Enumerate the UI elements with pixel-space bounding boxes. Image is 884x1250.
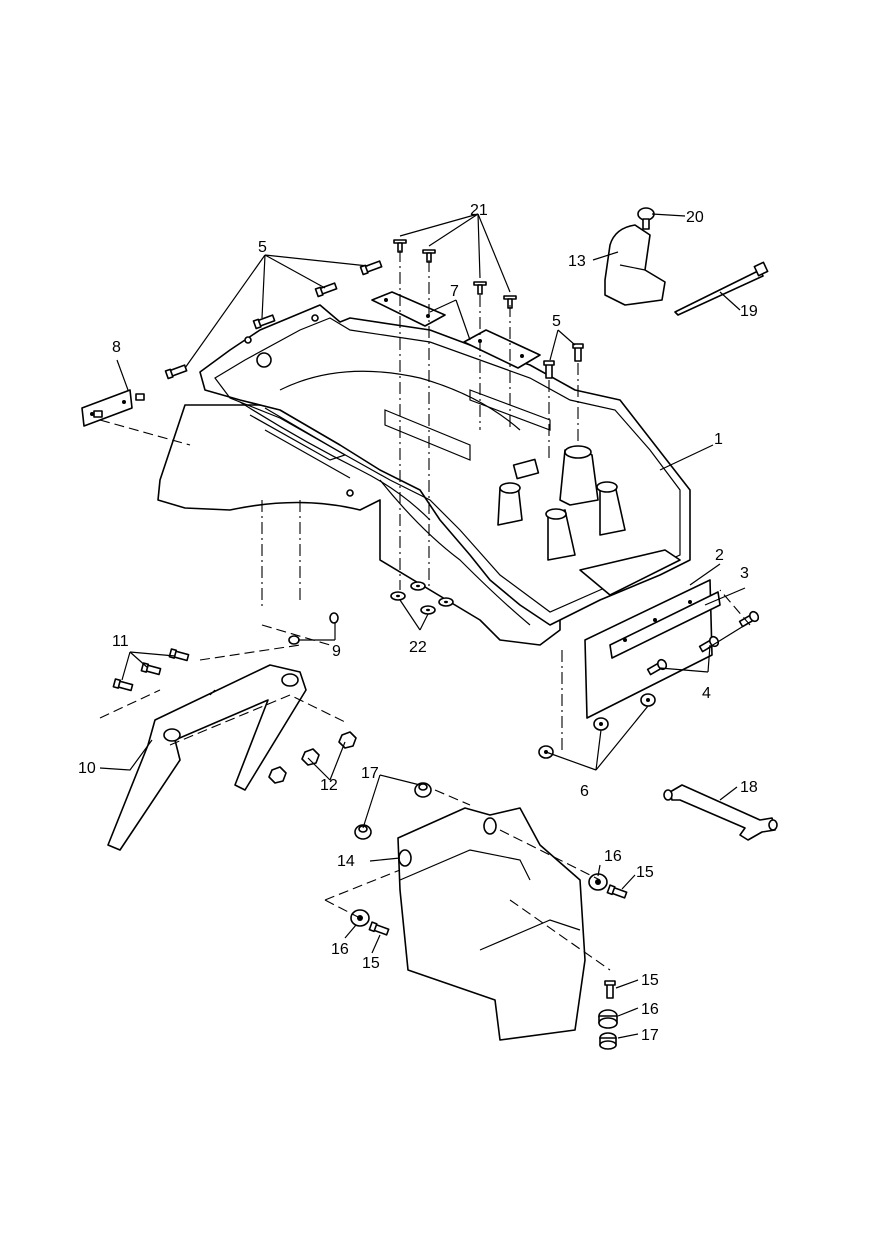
- callout-14: 14: [337, 853, 355, 870]
- callout-8: 8: [112, 339, 121, 356]
- callout-12: 12: [320, 777, 338, 794]
- reflector-bracket: [81, 389, 145, 427]
- callout-5a: 5: [258, 239, 267, 256]
- callout-9: 9: [332, 643, 341, 660]
- tray-14: [397, 807, 586, 1041]
- washers-22: [390, 581, 454, 615]
- callout-3: 3: [740, 565, 749, 582]
- nuts-12: [268, 731, 357, 784]
- callout-labels: 1 2 3 4 5 5 6 7 8 9 10 11 12 13 14 15 15…: [78, 202, 758, 1044]
- callout-1: 1: [714, 431, 723, 448]
- leader-lines: [99, 213, 751, 1039]
- callout-16a: 16: [604, 848, 622, 865]
- screws: [164, 239, 584, 380]
- undertray-inner-rim: [214, 317, 681, 613]
- hugger-bracket-10: [107, 664, 307, 851]
- callout-6: 6: [580, 783, 589, 800]
- nuts-9: [288, 612, 339, 645]
- callout-16c: 16: [641, 1001, 659, 1018]
- rear-mudguard-assembly: [157, 304, 691, 646]
- callout-13: 13: [568, 253, 586, 270]
- cable-tie-19: [674, 261, 769, 316]
- callout-15c: 15: [641, 972, 659, 989]
- callout-11: 11: [112, 633, 129, 650]
- callout-17b: 17: [641, 1027, 659, 1044]
- callout-16b: 16: [331, 941, 349, 958]
- callout-15a: 15: [636, 864, 654, 881]
- callout-17a: 17: [361, 765, 379, 782]
- callout-10: 10: [78, 760, 96, 777]
- clip-13: [604, 207, 666, 306]
- alignment-lines: [99, 250, 751, 971]
- callout-7: 7: [450, 283, 459, 300]
- callout-20: 20: [686, 209, 704, 226]
- callout-2: 2: [715, 547, 724, 564]
- callout-15b: 15: [362, 955, 380, 972]
- strap-18: [663, 784, 778, 841]
- callout-21: 21: [470, 202, 488, 219]
- callout-4: 4: [702, 685, 711, 702]
- callout-22: 22: [409, 639, 427, 656]
- callout-5b: 5: [552, 313, 561, 330]
- callout-18: 18: [740, 779, 758, 796]
- callout-19: 19: [740, 303, 758, 320]
